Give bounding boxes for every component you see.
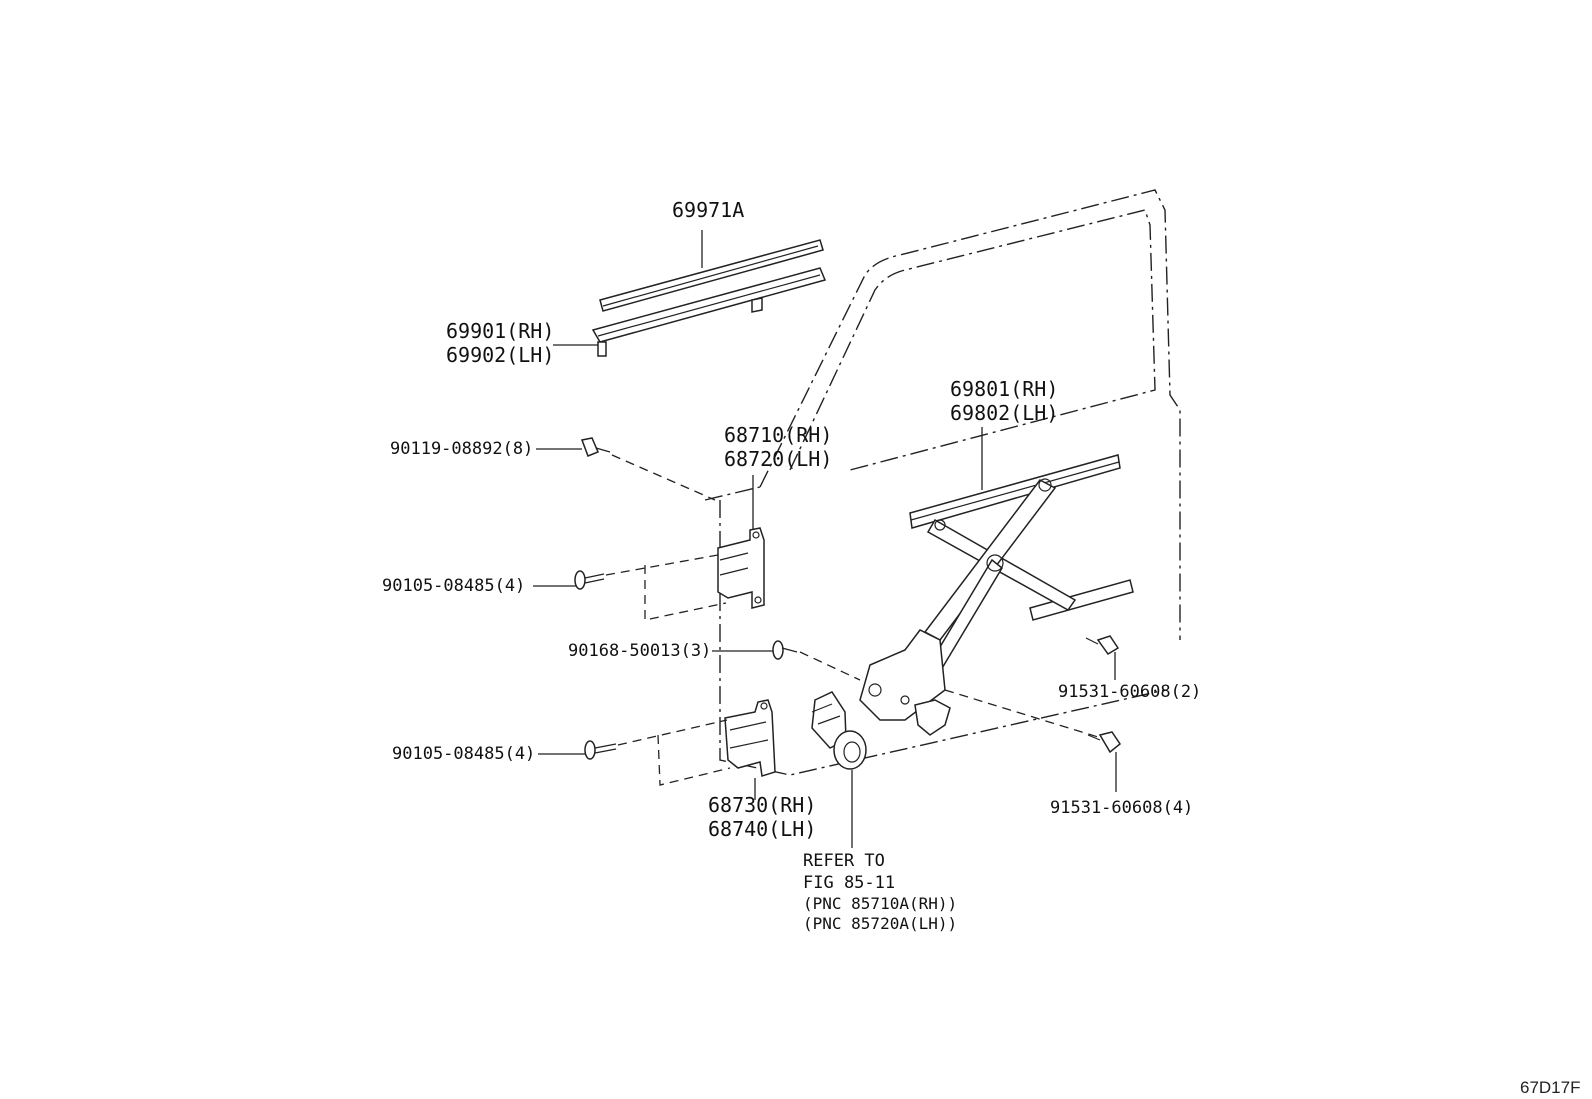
label-upper-hinge-lh: 68720(LH) xyxy=(724,447,832,471)
hinge-icon xyxy=(717,527,765,609)
part-labels: 69971A 69901(RH) 69902(LH) 69801(RH) 698… xyxy=(382,198,1580,1097)
label-upper-channel: 69971A xyxy=(672,198,744,222)
label-screw-regulator: 90168-50013(3) xyxy=(568,641,711,661)
leader-lines xyxy=(533,230,1117,848)
figure-code: 67D17F xyxy=(1520,1078,1580,1097)
bolt-icon xyxy=(574,570,605,590)
door-outline xyxy=(704,189,1181,776)
bolt-icon xyxy=(580,437,611,457)
screw-icon xyxy=(772,640,798,660)
bolt-icon xyxy=(1087,731,1122,754)
label-bolt-upper-hinge: 90105-08485(4) xyxy=(382,576,525,596)
channel-icon xyxy=(591,239,827,357)
bolt-icon xyxy=(1085,635,1120,655)
label-lower-channel-lh: 69902(LH) xyxy=(446,343,554,367)
label-motor-ref-2: FIG 85-11 xyxy=(803,873,895,893)
label-lower-hinge-rh: 68730(RH) xyxy=(708,793,816,817)
regulator-icon xyxy=(859,454,1134,736)
label-bolt-hinge-screw: 90119-08892(8) xyxy=(390,439,533,459)
label-lower-channel-rh: 69901(RH) xyxy=(446,319,554,343)
bolt-icon xyxy=(584,740,617,760)
label-bolt-motor: 91531-60608(4) xyxy=(1050,798,1193,818)
label-bolt-rail: 91531-60608(2) xyxy=(1058,682,1201,702)
label-upper-hinge-rh: 68710(RH) xyxy=(724,423,832,447)
hinge-icon xyxy=(724,699,776,777)
label-motor-ref-3: (PNC 85710A(RH)) xyxy=(803,894,957,913)
label-lower-hinge-lh: 68740(LH) xyxy=(708,817,816,841)
label-regulator-lh: 69802(LH) xyxy=(950,401,1058,425)
label-motor-ref-4: (PNC 85720A(LH)) xyxy=(803,914,957,933)
label-motor-ref-1: REFER TO xyxy=(803,851,885,871)
motor-icon xyxy=(811,691,867,770)
label-regulator-rh: 69801(RH) xyxy=(950,377,1058,401)
assembly-lines xyxy=(605,454,1099,786)
label-bolt-lower-hinge: 90105-08485(4) xyxy=(392,744,535,764)
